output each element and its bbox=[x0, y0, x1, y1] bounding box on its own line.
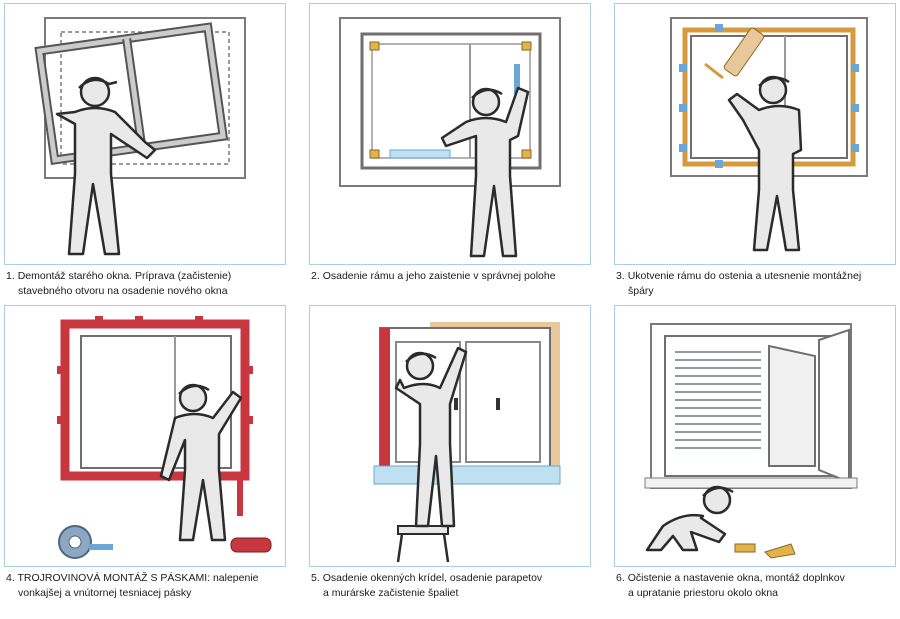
step-5-drawing bbox=[310, 306, 590, 566]
step-4-illustration bbox=[4, 305, 286, 567]
step-1-number: 1. bbox=[6, 270, 15, 282]
step-3-text-line1: Ukotvenie rámu do ostenia a utesnenie mo… bbox=[628, 270, 861, 282]
step-6-text-line2: a upratanie priestoru okolo okna bbox=[616, 586, 896, 601]
step-3-number: 3. bbox=[616, 270, 625, 282]
step-4-drawing bbox=[5, 306, 285, 566]
step-6-number: 6. bbox=[616, 572, 625, 584]
step-3-drawing bbox=[615, 4, 895, 264]
step-1-text-line1: Demontáž starého okna. Príprava (začiste… bbox=[18, 270, 232, 282]
step-2-number: 2. bbox=[311, 270, 320, 282]
step-2-illustration bbox=[309, 3, 591, 265]
step-5-number: 5. bbox=[311, 572, 320, 584]
step-3-text-line2: špáry bbox=[616, 284, 896, 299]
step-2-caption: 2. Osadenie rámu a jeho zaistenie v sprá… bbox=[311, 269, 591, 284]
step-5-text-line2: a murárske začistenie špaliet bbox=[311, 586, 591, 601]
step-6-drawing bbox=[615, 306, 895, 566]
step-5-illustration bbox=[309, 305, 591, 567]
step-6-illustration bbox=[614, 305, 896, 567]
step-1-drawing bbox=[5, 4, 285, 264]
step-4-number: 4. bbox=[6, 572, 15, 584]
step-1-illustration bbox=[4, 3, 286, 265]
step-3-caption: 3. Ukotvenie rámu do ostenia a utesnenie… bbox=[616, 269, 896, 299]
step-3-illustration bbox=[614, 3, 896, 265]
step-6-caption: 6. Očistenie a nastavenie okna, montáž d… bbox=[616, 571, 896, 601]
step-2-text-line1: Osadenie rámu a jeho zaistenie v správne… bbox=[323, 270, 556, 282]
step-2-drawing bbox=[310, 4, 590, 264]
step-4-caption: 4. TROJROVINOVÁ MONTÁŽ S PÁSKAMI: nalepe… bbox=[6, 571, 286, 601]
step-6-text-line1: Očistenie a nastavenie okna, montáž dopl… bbox=[628, 572, 845, 584]
step-4-text-line1: TROJROVINOVÁ MONTÁŽ S PÁSKAMI: nalepenie bbox=[18, 572, 259, 584]
step-1-caption: 1. Demontáž starého okna. Príprava (zači… bbox=[6, 269, 286, 299]
step-5-text-line1: Osadenie okenných krídel, osadenie parap… bbox=[323, 572, 542, 584]
step-1-text-line2: stavebného otvoru na osadenie nového okn… bbox=[6, 284, 286, 299]
step-5-caption: 5. Osadenie okenných krídel, osadenie pa… bbox=[311, 571, 591, 601]
step-4-text-line2: vonkajšej a vnútornej tesniacej pásky bbox=[6, 586, 286, 601]
